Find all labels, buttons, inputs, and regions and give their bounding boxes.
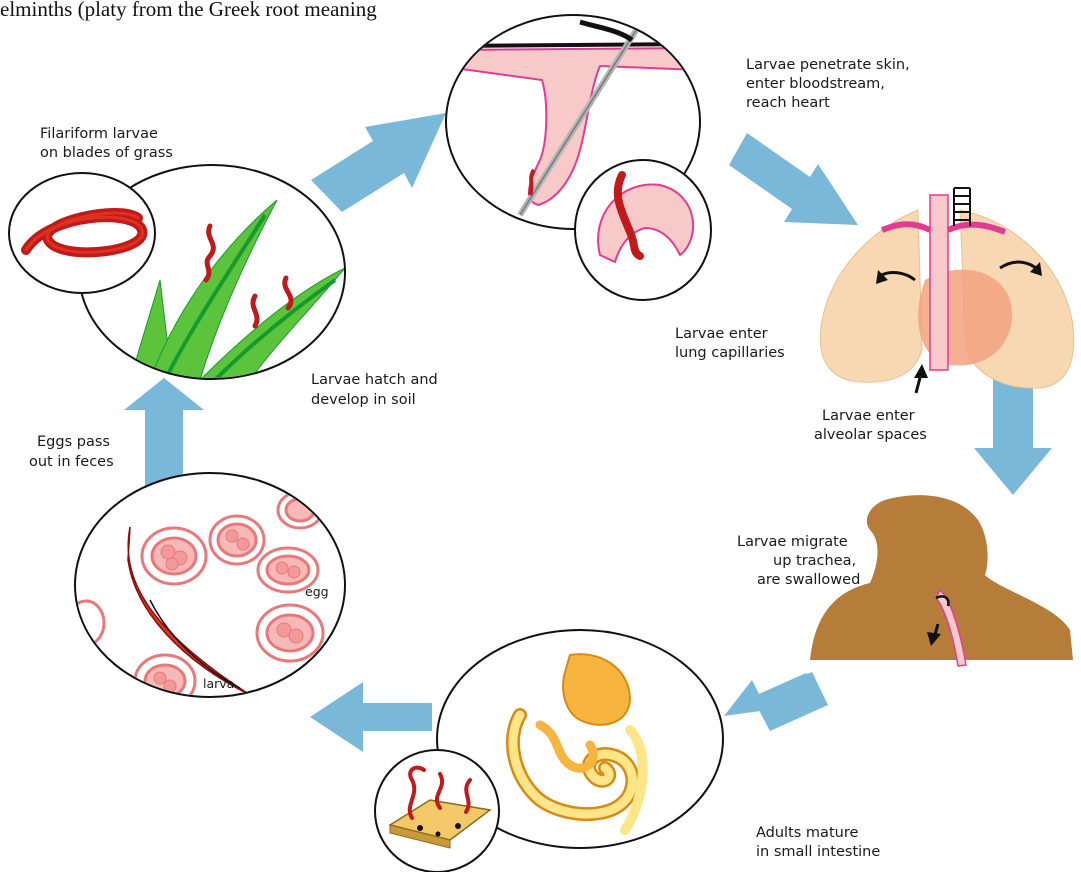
lungs-heart [820,188,1073,393]
label-trachea-2: up trachea, [773,553,856,569]
arrow-to-alveolar [974,370,1052,495]
trachea-tube [930,195,948,370]
label-hatch-1: Larvae hatch and [311,372,438,388]
tissue-inset [375,750,499,872]
label-eggs-pass-1: Eggs pass [37,434,110,450]
label-lung-capillaries-2: lung capillaries [675,345,785,361]
arrow-to-skin [311,113,446,212]
label-larva: larva [203,676,234,691]
label-egg: egg [305,584,329,599]
follicle-inset [575,160,711,300]
label-alveolar-1: Larvae enter [822,408,915,424]
label-filariform-2: on blades of grass [40,145,173,161]
label-trachea-3: are swallowed [757,572,860,588]
header-text-fragment: elminths (platy from the Greek root mean… [0,0,377,21]
label-penetrate-3: reach heart [746,95,830,111]
label-trachea-1: Larvae migrate [737,534,848,550]
label-penetrate-1: Larvae penetrate skin, [746,57,910,73]
label-eggs-pass-2: out in feces [29,454,114,470]
worm-inset [9,173,155,293]
trachea-rings [954,188,970,226]
eggs-scene [68,473,345,707]
label-filariform-1: Filariform larvae [40,126,158,142]
label-intestine-1: Adults mature [756,825,858,841]
label-hatch-2: develop in soil [311,392,416,408]
label-penetrate-2: enter bloodstream, [746,76,885,92]
label-lung-capillaries-1: Larvae enter [675,326,768,342]
label-alveolar-2: alveolar spaces [814,427,927,443]
arrow-to-eggs [310,682,432,752]
arrow-to-heart [729,133,858,225]
label-intestine-2: in small intestine [756,844,880,860]
left-lung [820,210,922,382]
